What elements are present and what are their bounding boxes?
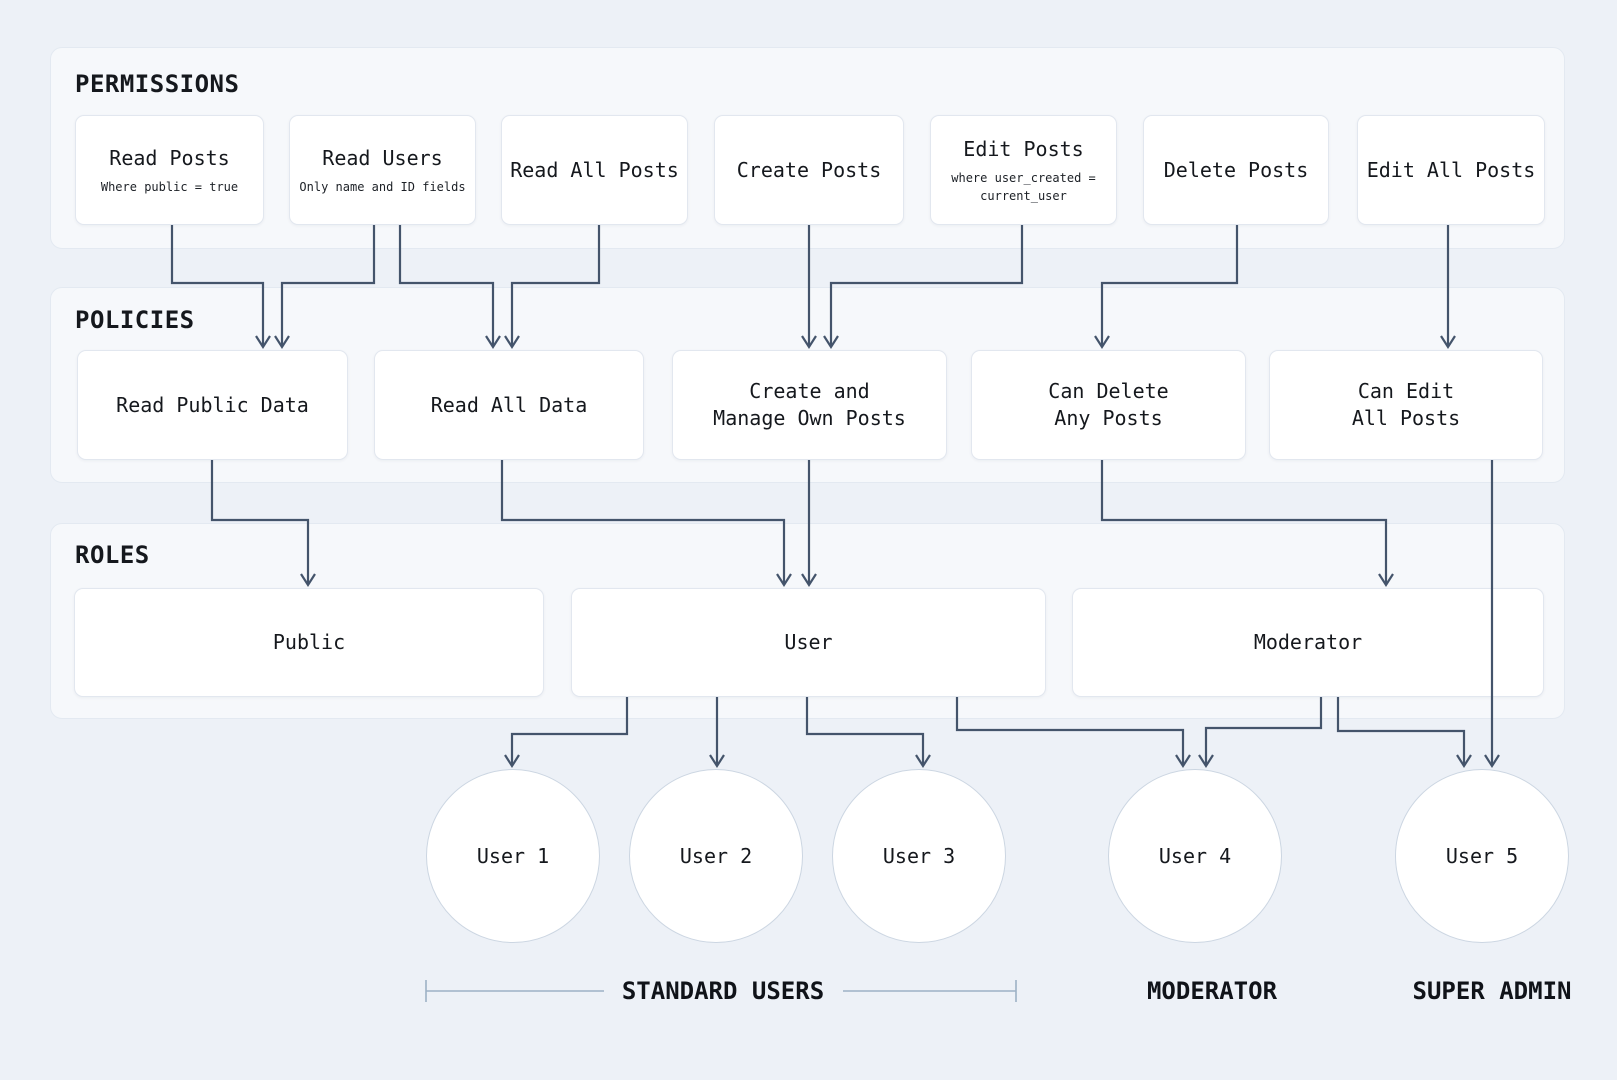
user-circle-3: User 3: [832, 769, 1006, 943]
policy-label: Read Public Data: [116, 392, 309, 417]
permission-label: Edit All Posts: [1366, 157, 1536, 182]
role-box-user: User: [571, 588, 1046, 697]
role-label: User: [784, 630, 833, 654]
group-label-standard-users: STANDARD USERS: [621, 977, 825, 1005]
permission-note: Only name and ID fields: [299, 179, 466, 194]
policy-label: Create and Manage Own Posts: [713, 379, 906, 430]
permission-box-create-posts: Create Posts: [714, 115, 904, 225]
role-label: Moderator: [1253, 630, 1363, 654]
role-box-public: Public: [74, 588, 544, 697]
policy-box-read-all-data: Read All Data: [374, 350, 644, 460]
policy-box-create-manage-own-posts: Create and Manage Own Posts: [672, 350, 947, 460]
permission-box-edit-posts: Edit Posts where user_created = current_…: [930, 115, 1117, 225]
permission-label: Edit Posts: [963, 136, 1084, 161]
permission-label: Create Posts: [736, 157, 882, 182]
user-label: User 1: [476, 843, 550, 868]
policy-label: Can Edit All Posts: [1351, 379, 1461, 430]
permission-label: Delete Posts: [1163, 157, 1309, 182]
permission-box-edit-all-posts: Edit All Posts: [1357, 115, 1545, 225]
user-label: User 5: [1445, 843, 1519, 868]
permissions-title: PERMISSIONS: [75, 70, 240, 98]
policy-box-can-delete-any-posts: Can Delete Any Posts: [971, 350, 1246, 460]
user-label: User 4: [1158, 843, 1232, 868]
permission-note: where user_created = current_user: [951, 170, 1096, 203]
permission-label: Read Posts: [109, 145, 230, 170]
policy-box-can-edit-all-posts: Can Edit All Posts: [1269, 350, 1543, 460]
permission-box-read-posts: Read Posts Where public = true: [75, 115, 264, 225]
user-label: User 3: [882, 843, 956, 868]
permission-box-read-users: Read Users Only name and ID fields: [289, 115, 476, 225]
permission-box-read-all-posts: Read All Posts: [501, 115, 688, 225]
permission-note: Where public = true: [100, 179, 239, 194]
user-circle-2: User 2: [629, 769, 803, 943]
role-label: Public: [272, 630, 346, 654]
permission-box-delete-posts: Delete Posts: [1143, 115, 1329, 225]
user-label: User 2: [679, 843, 753, 868]
user-circle-5: User 5: [1395, 769, 1569, 943]
user-circle-4: User 4: [1108, 769, 1282, 943]
policy-label: Can Delete Any Posts: [1048, 379, 1169, 430]
policy-box-read-public-data: Read Public Data: [77, 350, 348, 460]
policy-label: Read All Data: [430, 392, 588, 417]
user-circle-1: User 1: [426, 769, 600, 943]
permission-label: Read Users: [322, 145, 443, 170]
group-label-moderator: MODERATOR: [1146, 977, 1278, 1005]
role-box-moderator: Moderator: [1072, 588, 1544, 697]
permission-label: Read All Posts: [510, 157, 679, 182]
policies-title: POLICIES: [75, 306, 195, 334]
group-label-super-admin: SUPER ADMIN: [1412, 977, 1572, 1005]
roles-title: ROLES: [75, 541, 150, 569]
